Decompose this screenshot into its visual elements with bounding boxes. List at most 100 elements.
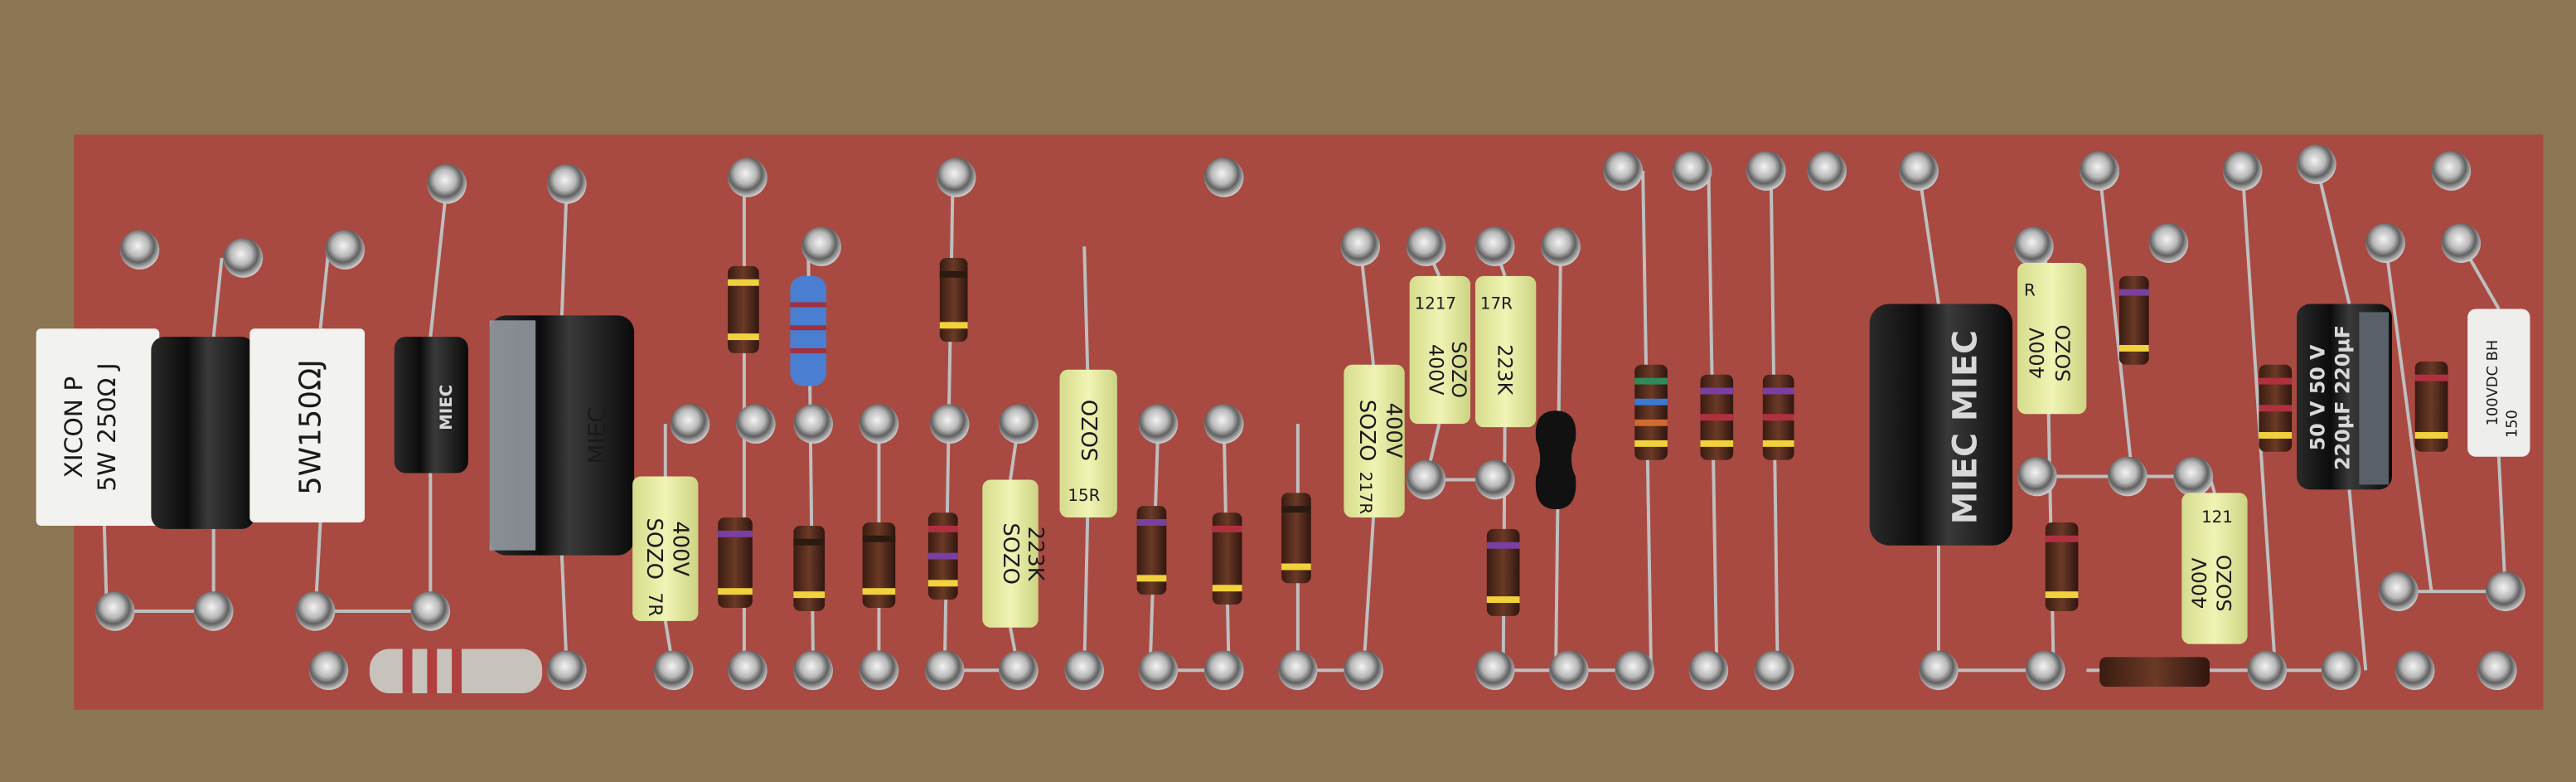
resistor-band xyxy=(1281,506,1311,513)
carbon-resistor xyxy=(862,522,896,609)
eyelet xyxy=(1919,650,1959,691)
resistor-band xyxy=(1700,414,1734,421)
cap-f-code: 17R xyxy=(1480,294,1513,313)
eyelet xyxy=(728,650,767,691)
carbon-resistor xyxy=(718,517,753,609)
cap-c-code: 15R xyxy=(1068,486,1100,505)
eyelets xyxy=(94,144,2525,691)
eyelet xyxy=(427,164,467,204)
carbon-resistor xyxy=(793,525,826,611)
eyelet xyxy=(295,591,336,631)
wire-lead xyxy=(559,183,569,316)
eyelet xyxy=(223,238,264,278)
eyelet xyxy=(1203,158,1244,197)
xicon-power-resistor: XICON P 5W 250Ω J xyxy=(36,328,160,526)
eyelet xyxy=(2477,650,2517,691)
grey-resistor xyxy=(369,648,543,694)
wire-lead xyxy=(318,249,331,329)
eyelet xyxy=(793,650,833,691)
film-capacitor-h: 121 400V SOZO xyxy=(2181,493,2248,644)
resistor-band xyxy=(2259,405,2293,412)
resistor-band xyxy=(1700,387,1734,395)
eyelet xyxy=(1672,151,1712,191)
eyelet xyxy=(1549,650,1589,691)
resistor-band xyxy=(790,302,827,308)
eyelet xyxy=(859,404,899,444)
resistor-band xyxy=(2259,432,2293,439)
cap-h-brand: SOZO xyxy=(2213,555,2236,612)
eyelet xyxy=(308,650,349,691)
carbon-resistor xyxy=(1486,528,1520,616)
eyelet xyxy=(2394,650,2435,691)
resistor-band xyxy=(1762,387,1794,395)
wire-lead xyxy=(1917,170,1940,304)
eyelet xyxy=(924,650,965,691)
carbon-resistor xyxy=(728,265,759,353)
small-electrolytic-capacitor: MIEC xyxy=(394,337,468,474)
eyelet xyxy=(193,591,234,631)
cap-g-code: R xyxy=(2024,281,2036,300)
eyelet xyxy=(1278,650,1318,691)
resistor-band xyxy=(790,325,827,331)
ceramic-dogbone-capacitor xyxy=(1535,410,1576,510)
eyelet xyxy=(2441,223,2482,263)
cap-d-brand: SOZO xyxy=(1354,400,1379,462)
carbon-resistor xyxy=(939,258,968,342)
resistor-band xyxy=(2118,289,2149,296)
eyelet xyxy=(736,404,776,444)
eyelet xyxy=(2379,571,2419,611)
film-cap-label-1: 100VDC BH xyxy=(2484,340,2501,426)
xicon-label-1: XICON P xyxy=(60,376,89,478)
eyelet xyxy=(2173,456,2213,497)
resistor-band xyxy=(1634,419,1668,426)
cap-h-code: 121 xyxy=(2201,508,2233,527)
eyelet xyxy=(936,158,976,197)
cap-h-voltage: 400V xyxy=(2188,557,2211,609)
eyelet xyxy=(1064,650,1104,691)
resistor-band xyxy=(1486,596,1520,604)
white-film-capacitor: 100VDC BH 150 xyxy=(2467,308,2530,457)
eyelet xyxy=(1138,404,1179,444)
wire-lead xyxy=(211,257,224,338)
eyelet xyxy=(2017,456,2057,497)
eyelet xyxy=(2148,223,2189,263)
cap-f-value: 223K xyxy=(1494,344,1517,396)
film-capacitor-c: SOZO 15R xyxy=(1059,369,1117,518)
resistor-band xyxy=(2414,374,2448,381)
resistor-band xyxy=(2045,591,2079,599)
eyelet xyxy=(1603,151,1644,191)
eyelet xyxy=(1138,650,1179,691)
resistor-band xyxy=(1762,440,1794,447)
cap-e-code: 1217 xyxy=(1415,294,1456,313)
eyelet xyxy=(1203,404,1244,444)
carbon-resistor-horizontal xyxy=(2099,657,2210,687)
resistor-band xyxy=(1634,377,1668,385)
carbon-resistor xyxy=(1136,506,1167,595)
eyelet xyxy=(1807,151,1847,191)
eyelet xyxy=(2485,571,2525,611)
resistor-band xyxy=(718,530,753,537)
eyelet xyxy=(1474,650,1515,691)
resistor-band xyxy=(862,588,896,595)
resistor-band xyxy=(1762,414,1794,421)
eyelet xyxy=(728,158,767,197)
xicon-label-2: 5W 250Ω J xyxy=(93,362,122,491)
eyelet xyxy=(1754,650,1794,691)
eyelet xyxy=(653,650,694,691)
wire-lead xyxy=(429,183,449,338)
eyelet xyxy=(2025,650,2065,691)
power-resistor-label: 5W150ΩJ xyxy=(294,359,328,495)
wire-lead xyxy=(2098,170,2134,477)
cap-a-brand: SOZO xyxy=(642,517,666,580)
power-resistor-150-ohm: 5W150ΩJ xyxy=(249,328,366,522)
resistor-band xyxy=(862,535,896,542)
small-cap-label: MIEC xyxy=(437,385,456,430)
eyelet xyxy=(2108,456,2147,497)
eyelet xyxy=(1406,459,1446,500)
wire-lead xyxy=(2314,163,2351,304)
resistor-band xyxy=(1212,585,1242,592)
eyelet xyxy=(2222,151,2263,191)
cap-e-brand: SOZO xyxy=(1447,341,1470,398)
carbon-resistor xyxy=(2045,522,2079,611)
resistor-band xyxy=(1136,519,1167,526)
